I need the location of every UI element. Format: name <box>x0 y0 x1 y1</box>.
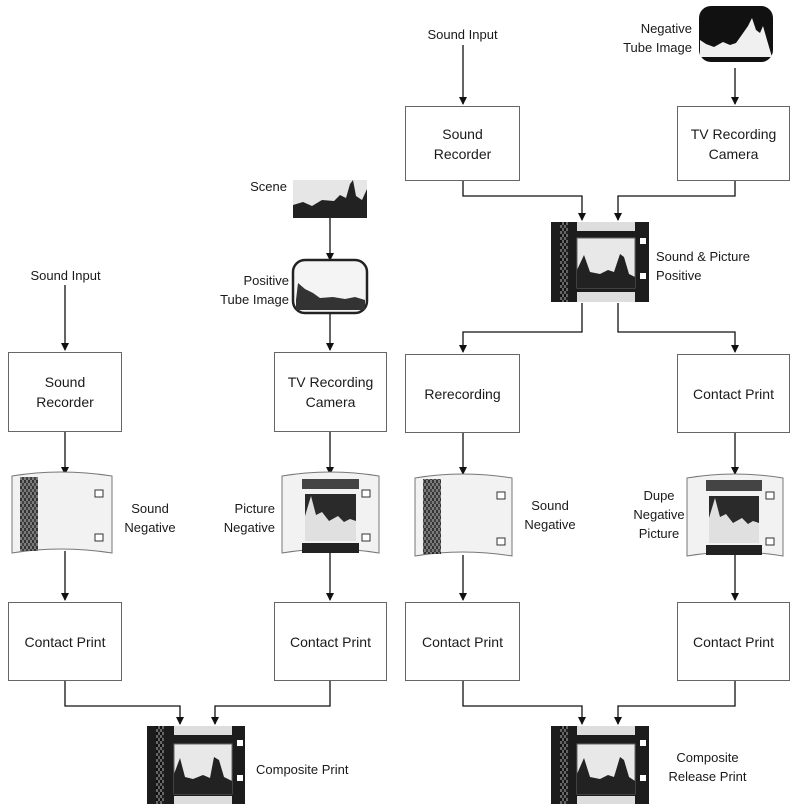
arrow-recorder-to-positive <box>463 181 582 220</box>
arrow-positive-to-rerecording <box>463 303 582 352</box>
left-sound-input-label: Sound Input <box>8 266 123 285</box>
positive-tube-image <box>293 260 367 313</box>
composite-release-print-label: Composite Release Print <box>655 748 760 786</box>
arrow-picture-print-to-composite <box>215 681 330 724</box>
right-sound-negative-image <box>415 474 512 556</box>
composite-print-image <box>147 726 245 804</box>
right-picture-contact-print-box: Contact Print <box>677 602 790 681</box>
arrow-sound-print-to-release <box>463 681 582 724</box>
negative-tube-image-label: Negative Tube Image <box>602 19 692 57</box>
picture-negative-image <box>282 472 379 553</box>
composite-print-label: Composite Print <box>256 760 386 779</box>
left-tv-recording-camera-box: TV Recording Camera <box>274 352 387 432</box>
left-sound-recorder-box: Sound Recorder <box>8 352 122 432</box>
dupe-negative-picture-label: Dupe Negative Picture <box>628 486 690 543</box>
left-sound-negative-label: Sound Negative <box>115 499 185 537</box>
sound-picture-positive-label: Sound & Picture Positive <box>656 247 788 285</box>
left-sound-contact-print-box: Contact Print <box>8 602 122 681</box>
dupe-negative-picture-image <box>687 474 783 556</box>
composite-release-print-image <box>551 726 649 804</box>
left-sound-negative-image <box>12 472 112 553</box>
picture-negative-label: Picture Negative <box>205 499 275 537</box>
arrow-positive-to-contact-print <box>618 303 735 352</box>
right-sound-contact-print-box: Contact Print <box>405 602 520 681</box>
arrow-sound-print-to-composite <box>65 681 180 724</box>
negative-tube-image <box>699 6 773 62</box>
right-contact-print-top-box: Contact Print <box>677 354 790 433</box>
right-sound-recorder-box: Sound Recorder <box>405 106 520 181</box>
left-picture-contact-print-box: Contact Print <box>274 602 387 681</box>
sound-picture-positive-image <box>551 222 649 302</box>
rerecording-box: Rerecording <box>405 354 520 433</box>
scene-image <box>293 180 367 218</box>
arrow-picture-print-to-release <box>618 681 735 724</box>
arrow-camera-to-positive <box>618 181 735 220</box>
right-sound-input-label: Sound Input <box>405 25 520 44</box>
scene-label: Scene <box>215 177 287 196</box>
right-sound-negative-label: Sound Negative <box>515 496 585 534</box>
right-tv-recording-camera-box: TV Recording Camera <box>677 106 790 181</box>
positive-tube-image-label: Positive Tube Image <box>200 271 289 309</box>
